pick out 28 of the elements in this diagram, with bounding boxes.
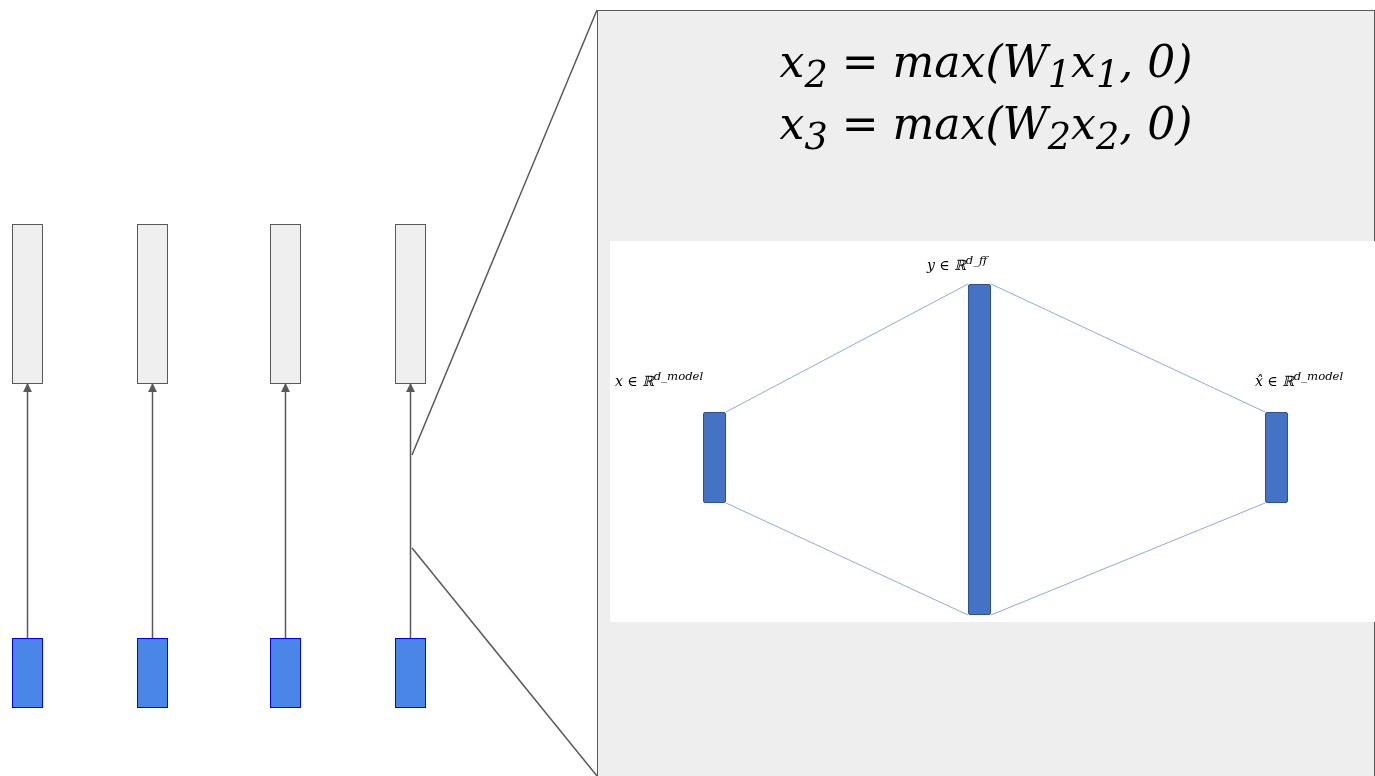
arrow (281, 383, 290, 639)
formula: x$_{3}$ = max(W$_{2}$x$_{2}$, 0) (778, 98, 1194, 158)
layer-bar (1265, 412, 1288, 503)
layer-bar (968, 284, 991, 615)
layer-output-box (270, 224, 301, 384)
arrow (406, 383, 415, 639)
network-panel (610, 241, 1375, 622)
variable-label: y ∈ ℝ$^{d_ff}$ (927, 253, 988, 273)
variable-label: x ∈ ℝ$^{d_model}$ (615, 369, 704, 389)
connector-line (725, 283, 969, 413)
formula: x$_{2}$ = max(W$_{1}$x$_{1}$, 0) (778, 36, 1194, 96)
arrow (148, 383, 157, 639)
layer-bar (703, 412, 726, 503)
zoom-line (411, 547, 598, 776)
connector-line (725, 502, 969, 616)
layer-output-box (395, 224, 426, 384)
variable-label: x̂ ∈ ℝ$^{d_model}$ (1255, 369, 1344, 389)
layer-output-box (12, 224, 43, 384)
zoom-line (411, 9, 598, 456)
token-input-box (137, 638, 168, 708)
token-input-box (12, 638, 43, 708)
zoom-panel (597, 10, 1375, 776)
connector-line (990, 502, 1266, 616)
arrow (23, 383, 32, 639)
connector-line (990, 283, 1266, 413)
token-input-box (270, 638, 301, 708)
layer-output-box (137, 224, 168, 384)
token-input-box (395, 638, 426, 708)
